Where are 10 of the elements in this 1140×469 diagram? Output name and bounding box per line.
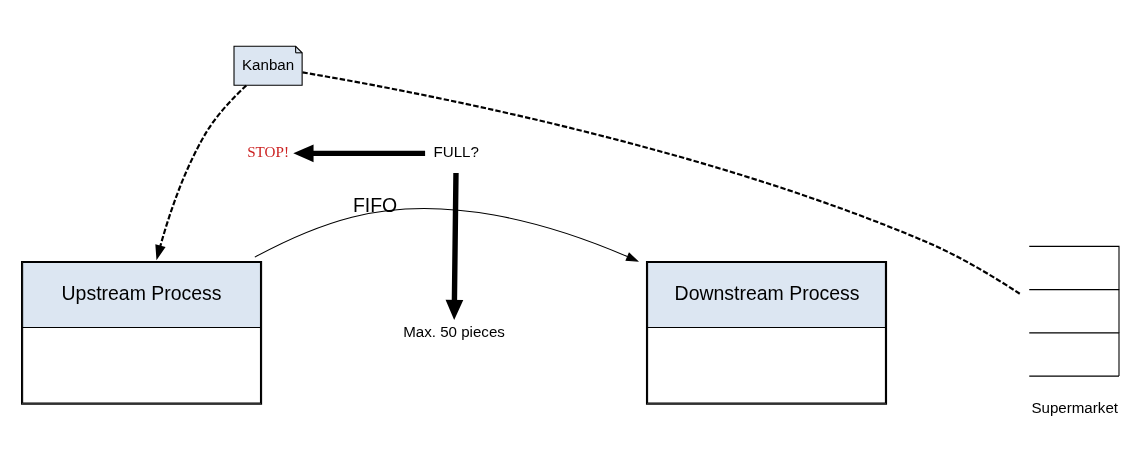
arrow: [445, 172, 464, 320]
node-text: Supermarket: [1031, 398, 1119, 416]
node-text: FULL?: [433, 142, 479, 160]
arrow: [293, 144, 426, 162]
node-text: STOP!: [247, 143, 289, 160]
arrow: [254, 207, 640, 262]
arrow: [155, 84, 248, 260]
edge-label: FIFO: [352, 193, 398, 216]
node-text: Max. 50 pieces: [403, 322, 505, 340]
connector: [302, 70, 1021, 295]
